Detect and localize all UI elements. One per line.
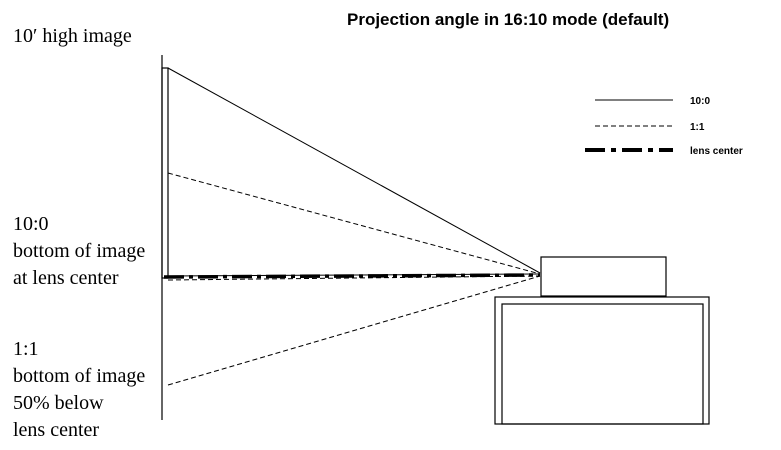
mode-10-0-label: 10:0 bbox=[13, 213, 49, 235]
legend: 10:0 1:1 lens center bbox=[585, 96, 743, 157]
mode-10-0-desc-line1: bottom of image bbox=[13, 240, 145, 262]
mode-1-1-desc-line2: 50% below bbox=[13, 392, 104, 414]
mode-1-1-desc-line3: lens center bbox=[13, 419, 99, 441]
ray-10-0-top bbox=[167, 67, 541, 274]
diagram-title: Projection angle in 16:10 mode (default) bbox=[347, 10, 669, 29]
legend-label-lens-center: lens center bbox=[690, 146, 743, 157]
table-outer bbox=[494, 296, 710, 425]
ray-1-1-top bbox=[167, 172, 541, 275]
mode-10-0-desc-line2: at lens center bbox=[13, 267, 119, 289]
ray-1-1-bottom bbox=[167, 275, 541, 386]
mode-1-1-desc-line1: bottom of image bbox=[13, 365, 145, 387]
projected-image bbox=[161, 67, 169, 279]
legend-label-10-0: 10:0 bbox=[690, 96, 710, 107]
legend-label-1-1: 1:1 bbox=[690, 122, 705, 133]
table-inner bbox=[501, 303, 704, 425]
image-height-label: 10′ high image bbox=[13, 25, 132, 47]
ray-1-1-center bbox=[167, 275, 541, 281]
lens-center-line bbox=[163, 273, 541, 279]
projector-top bbox=[540, 256, 667, 297]
mode-1-1-label: 1:1 bbox=[13, 338, 39, 360]
